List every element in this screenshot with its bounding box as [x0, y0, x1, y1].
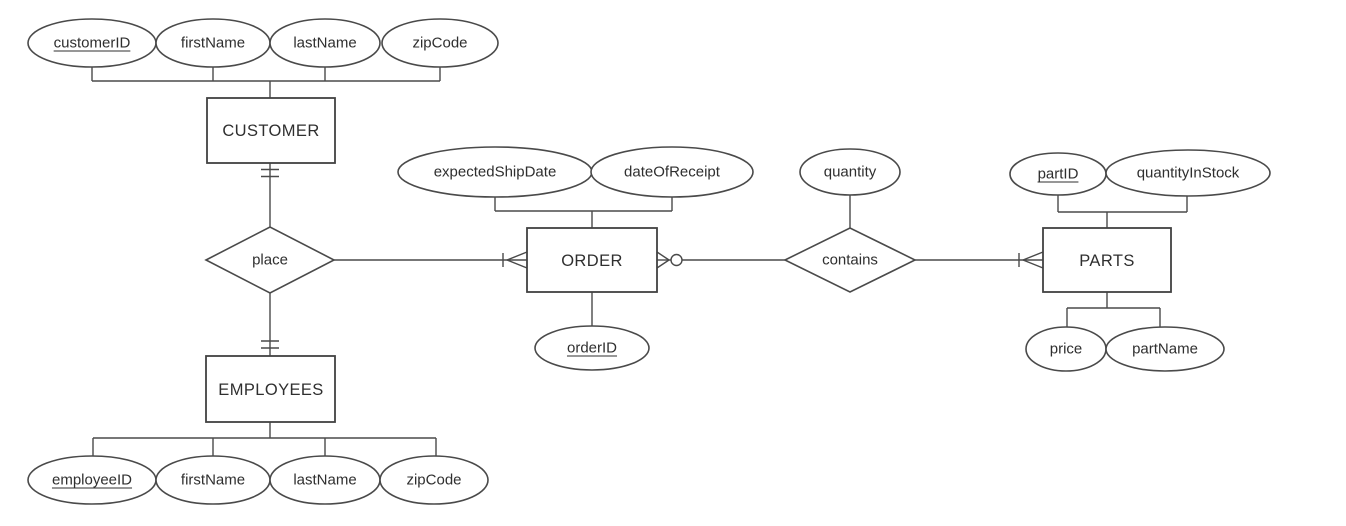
- attribute-employee-firstname-label: firstName: [180, 471, 246, 489]
- entity-employees-shape: [205, 355, 336, 423]
- order-contains-connector: [656, 251, 785, 269]
- entity-customer-label: CUSTOMER: [222, 121, 320, 140]
- attribute-customer-zipcode-shape: [381, 18, 499, 68]
- attribute-quantity-shape: [799, 148, 901, 196]
- customer-place-connector: [261, 163, 279, 227]
- entity-parts-shape: [1042, 227, 1172, 293]
- attribute-employee-zipcode-shape: [379, 455, 489, 505]
- relationship-contains-shape: [783, 227, 917, 293]
- place-employees-connector: [261, 293, 279, 356]
- attribute-employeeid-label: employeeID: [51, 471, 133, 489]
- attribute-orderid-label: orderID: [566, 339, 618, 357]
- parts-top-attribute-connectors: [1057, 195, 1188, 228]
- attribute-quantity-label: quantity: [823, 163, 877, 181]
- parts-bottom-attribute-connectors: [1066, 292, 1161, 327]
- attribute-customer-lastname-shape: [269, 18, 381, 68]
- attribute-quantityinstock-shape: [1105, 149, 1271, 197]
- place-order-connector: [334, 251, 528, 269]
- cardinality-zero-or-many: [656, 251, 670, 269]
- contains-parts-connector: [915, 251, 1044, 269]
- cardinality-one-or-many: [502, 251, 528, 269]
- attribute-customer-firstname-label: firstName: [180, 34, 246, 52]
- zero-ring: [670, 253, 683, 267]
- cardinality-one-or-many: [1018, 251, 1044, 269]
- relationship-contains-label: contains: [822, 251, 878, 269]
- cardinality-one-and-only-one: [261, 168, 279, 178]
- employees-attribute-connectors: [92, 422, 437, 456]
- attribute-partname-shape: [1105, 326, 1225, 372]
- attribute-partname-label: partName: [1132, 340, 1198, 358]
- entity-customer-shape: [206, 97, 336, 164]
- cardinality-one-and-only-one: [261, 340, 279, 349]
- attribute-customer-lastname-label: lastName: [293, 34, 357, 52]
- entity-employees-label: EMPLOYEES: [218, 380, 324, 399]
- attribute-customerid-label: customerID: [53, 34, 131, 52]
- entity-order-label: ORDER: [561, 251, 623, 270]
- attribute-employee-zipcode-label: zipCode: [406, 471, 462, 489]
- attribute-partid-label: partID: [1037, 165, 1079, 183]
- attribute-orderid-shape: [534, 325, 650, 371]
- customer-attribute-connectors: [91, 67, 441, 98]
- relationship-place-label: place: [252, 251, 288, 269]
- order-attribute-connectors: [494, 197, 673, 228]
- attribute-employee-lastname-label: lastName: [293, 471, 357, 489]
- attribute-dateofreceipt-label: dateOfReceipt: [624, 163, 720, 181]
- relationship-place-shape: [204, 226, 336, 294]
- entity-parts-label: PARTS: [1079, 251, 1135, 270]
- attribute-price-label: price: [1049, 340, 1083, 358]
- attribute-dateofreceipt-shape: [590, 146, 754, 198]
- attribute-customer-zipcode-label: zipCode: [412, 34, 468, 52]
- attribute-quantityinstock-label: quantityInStock: [1136, 164, 1240, 182]
- entity-order-shape: [526, 227, 658, 293]
- attribute-expectedshipdate-label: expectedShipDate: [433, 163, 557, 181]
